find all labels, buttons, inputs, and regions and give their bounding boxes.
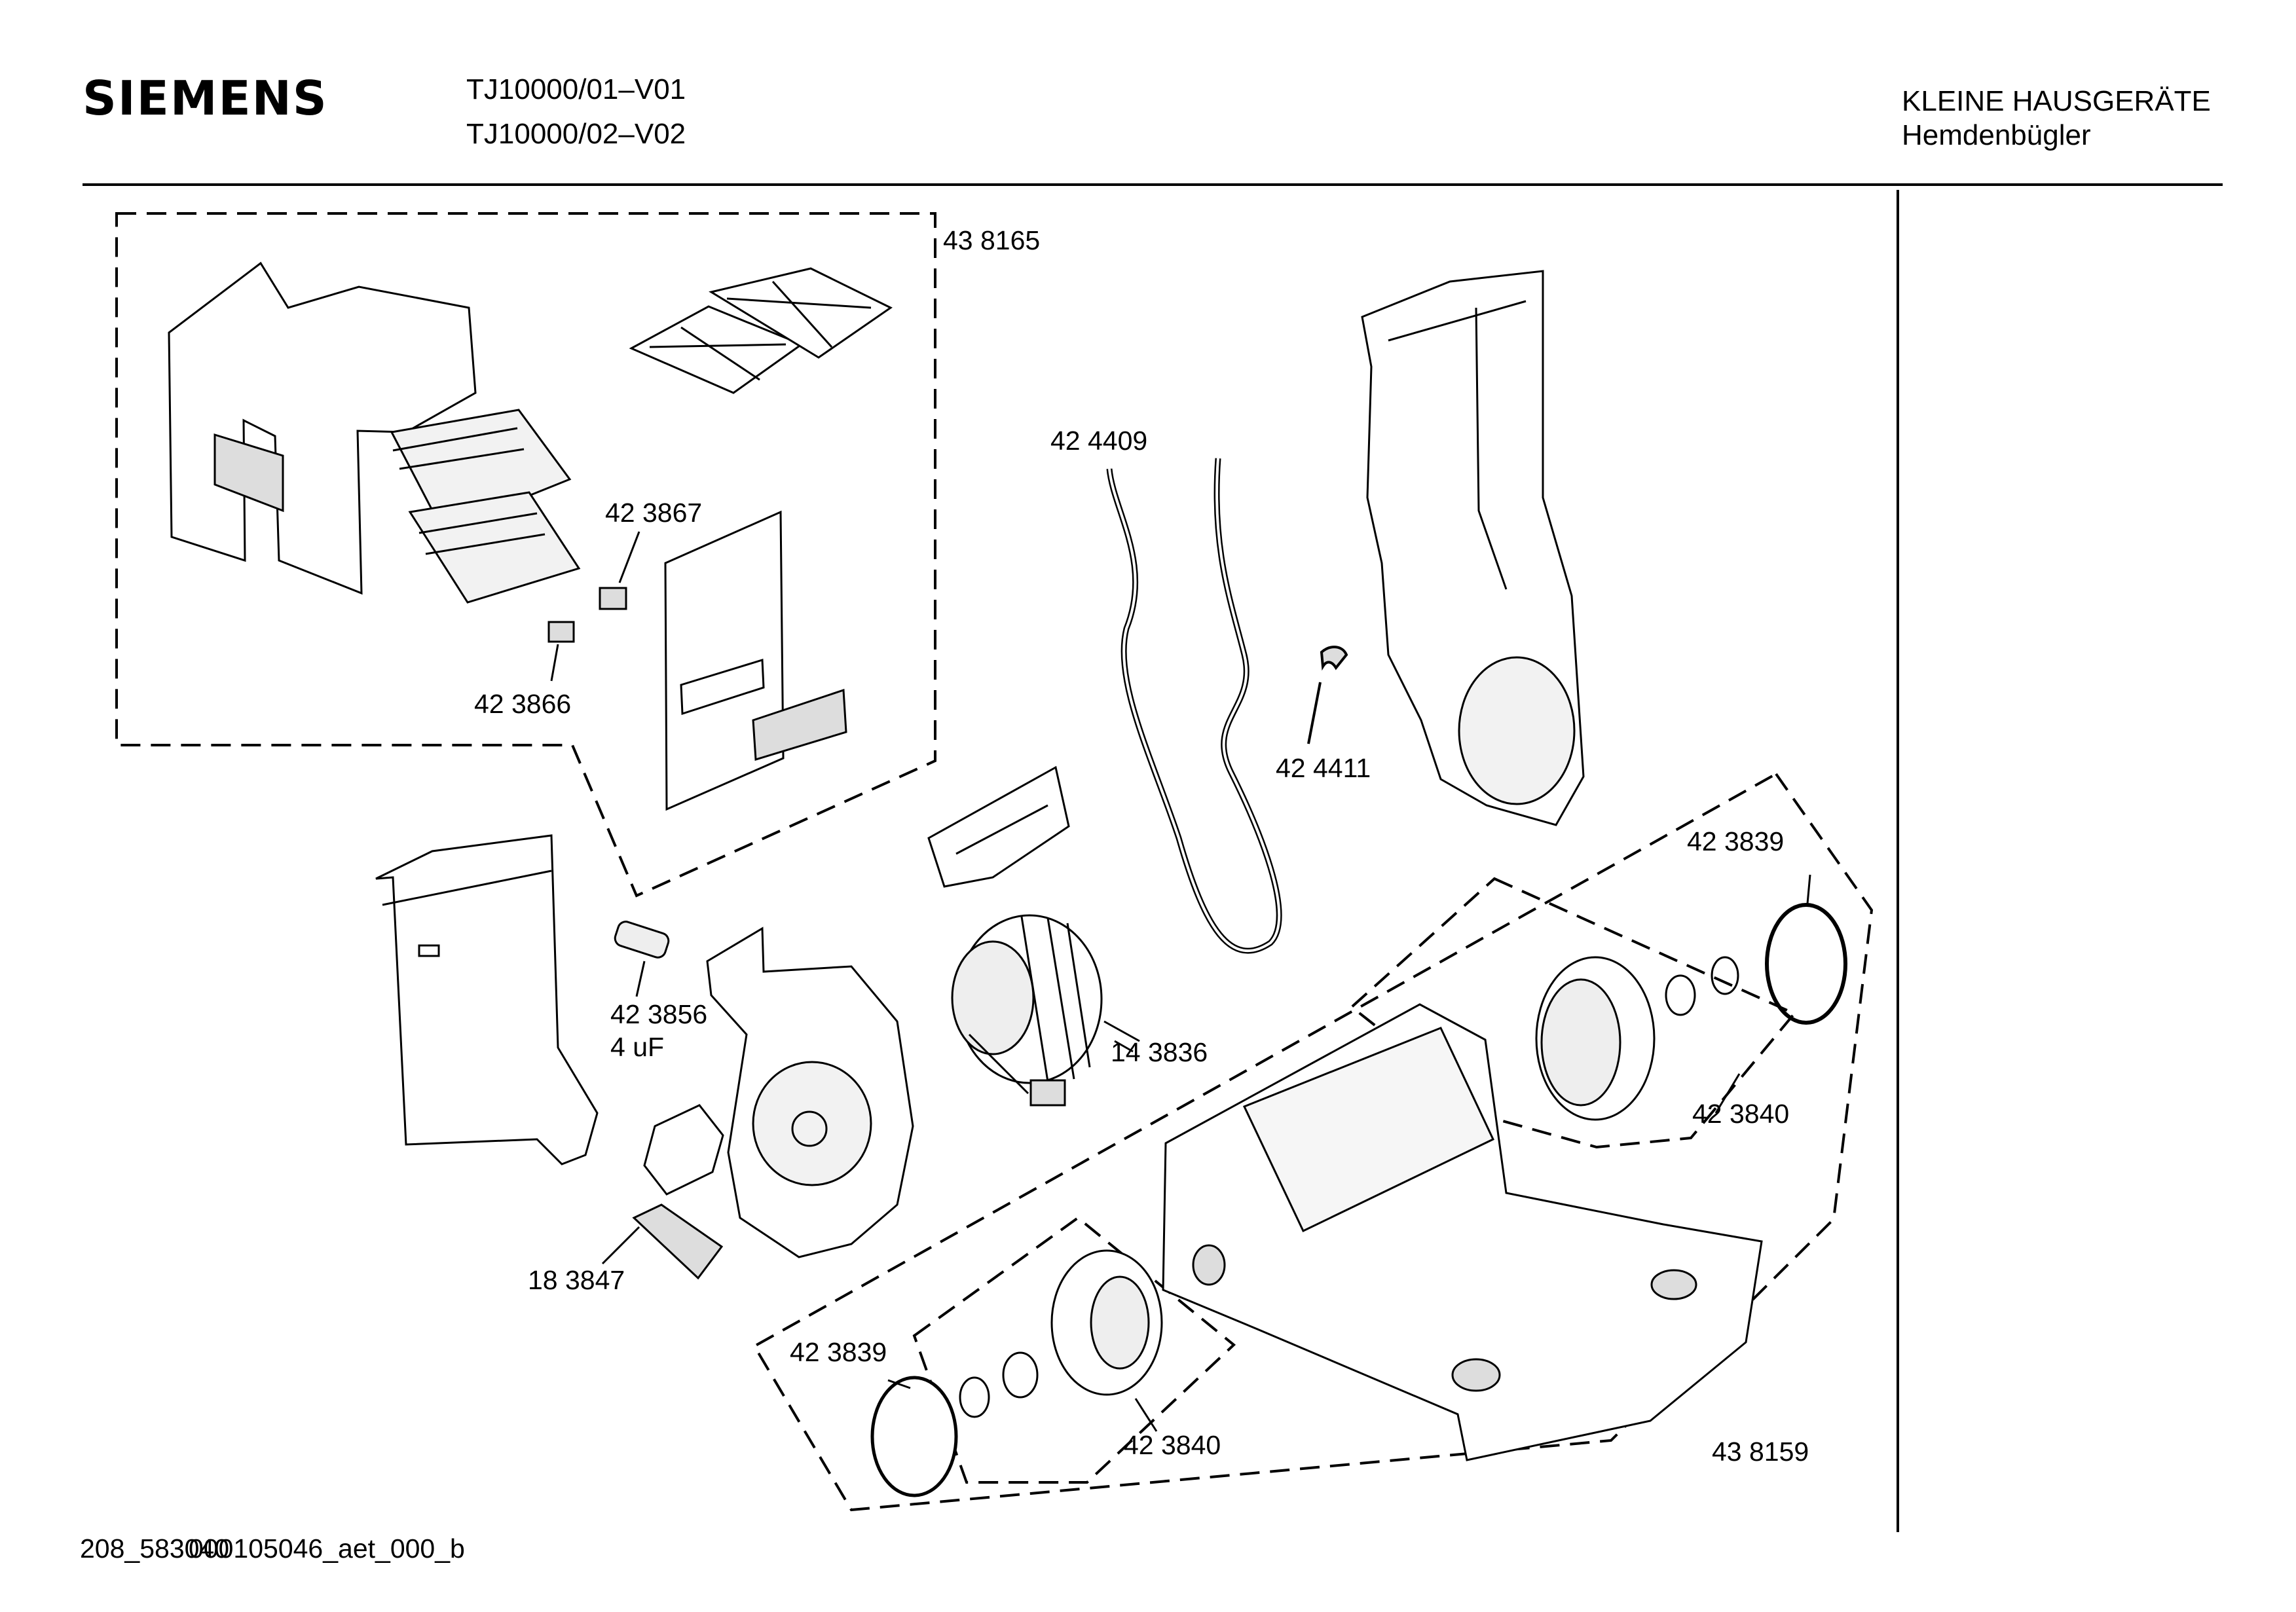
cover-plate-drawing [664,510,847,811]
wheel-set-lower-drawing [870,1249,1163,1497]
rear-cover-drawing [375,834,599,1165]
capacitor-value: 4 uF [610,1032,665,1062]
category-title: KLEINE HAUSGERÄTE [1902,85,2211,117]
assembly-boundary-438159 [752,772,1874,1512]
clip-drawing [1320,646,1348,671]
drawing-code: 208_583040 [80,1533,230,1564]
thermostat-drawing [547,531,640,682]
leader-lines [887,874,1811,1432]
siemens-logo: SIEMENS [83,71,328,126]
part-label-423866: 42 3866 [474,689,572,719]
group-boundary-423840-upper [1349,877,1797,1149]
part-label-423839-upper: 42 3839 [1687,826,1785,856]
part-label-423839-lower: 42 3839 [790,1337,887,1367]
wheel-set-upper-drawing [1535,903,1847,1121]
group-boundary-423840-lower [912,1216,1236,1484]
deflector-drawing [927,765,1070,888]
part-label-424409: 42 4409 [1050,426,1148,456]
part-label-423840-upper: 42 3840 [1692,1099,1790,1129]
gasket-cord-drawing [1106,458,1282,954]
heater-housing-drawing [168,261,581,604]
part-label-183847: 18 3847 [528,1265,625,1295]
assembly-boundary-438165 [115,212,936,898]
control-board-drawing [601,1104,724,1280]
part-label-423856: 42 3856 [610,999,708,1029]
part-label-143836: 14 3836 [1111,1037,1208,1067]
capacitor-drawing [614,921,670,997]
part-label-438159: 43 8159 [1712,1437,1809,1467]
part-label-424411: 42 4411 [1276,753,1371,783]
drawing-code-overlap: 000105046_aet_000_b [189,1533,465,1564]
part-label-423867: 42 3867 [605,498,703,528]
air-duct-drawing [1361,270,1585,826]
part-label-423840-lower: 42 3840 [1124,1430,1221,1460]
blower-housing-drawing [706,926,914,1258]
base-tray-drawing [1162,1003,1763,1461]
model-number-1: TJ10000/01–V01 [466,73,686,105]
part-label-438165: 43 8165 [943,225,1041,255]
filter-frames-drawing [629,267,893,394]
fan-motor-drawing [951,914,1140,1107]
model-number-2: TJ10000/02–V02 [466,118,686,150]
product-name: Hemdenbügler [1902,119,2091,151]
